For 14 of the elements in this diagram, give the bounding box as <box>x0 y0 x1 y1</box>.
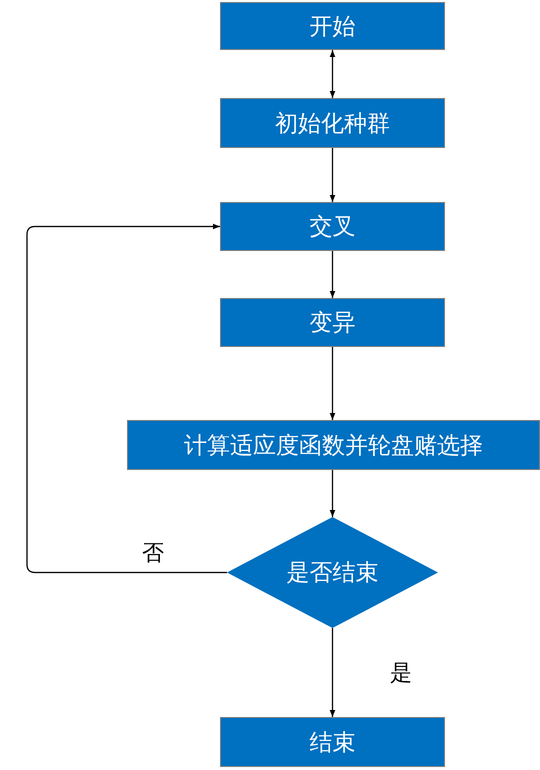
arrow <box>330 148 336 202</box>
process-box: 初始化种群 <box>220 98 445 148</box>
arrow <box>330 347 336 420</box>
decision-diamond: 是否结束 <box>227 517 438 628</box>
process-box: 结束 <box>220 717 445 767</box>
arrow <box>330 470 336 517</box>
arrow <box>330 628 336 717</box>
arrow <box>26 224 227 574</box>
process-box: 计算适应度函数并轮盘赌选择 <box>127 420 540 470</box>
process-box: 变异 <box>220 298 445 347</box>
arrow <box>330 50 336 98</box>
process-box: 开始 <box>220 2 445 50</box>
arrow <box>330 251 336 298</box>
process-box: 交叉 <box>220 202 445 251</box>
